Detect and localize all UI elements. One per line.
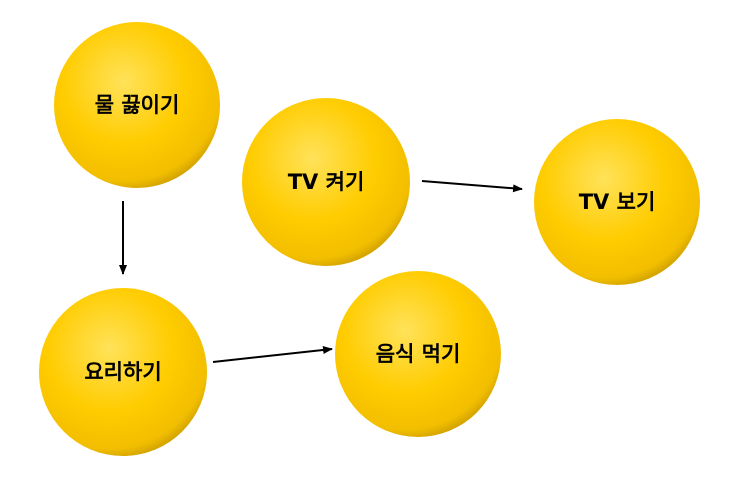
node-cook: 요리하기 — [39, 288, 207, 456]
node-tv-watch-label: TV 보기 — [579, 190, 656, 214]
node-cook-circle — [39, 288, 207, 456]
node-boil-circle — [54, 22, 220, 188]
node-eat: 음식 먹기 — [335, 271, 501, 437]
node-eat-circle — [335, 271, 501, 437]
node-tv-on-label: TV 켜기 — [288, 170, 365, 194]
edges-layer — [119, 180, 523, 363]
edge-cook-to-eat — [212, 346, 333, 363]
node-eat-label: 음식 먹기 — [376, 342, 461, 366]
node-boil: 물 끓이기 — [54, 22, 220, 188]
node-tv-on-circle — [242, 98, 410, 266]
node-cook-label: 요리하기 — [84, 360, 161, 384]
node-tv-watch: TV 보기 — [534, 119, 700, 285]
node-tv-watch-circle — [534, 119, 700, 285]
node-tv-on: TV 켜기 — [242, 98, 410, 266]
edge-tv-on-to-tv-watch — [421, 180, 523, 193]
node-boil-label: 물 끓이기 — [95, 93, 180, 117]
